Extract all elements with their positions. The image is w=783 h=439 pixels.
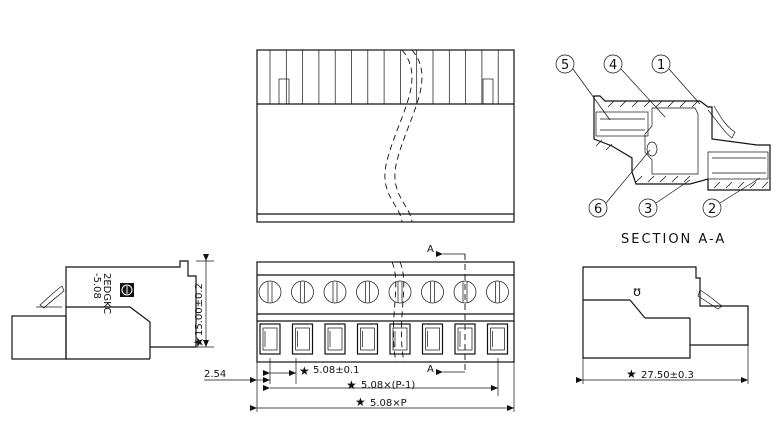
screw-head — [453, 280, 477, 304]
callout-5: 5 — [555, 54, 611, 121]
star-icon: ★ — [192, 336, 207, 348]
section-title: SECTION A-A — [621, 232, 726, 247]
screw-head — [388, 280, 412, 304]
callout-1: 1 — [651, 54, 701, 105]
star-icon: ★ — [626, 367, 637, 381]
screw-head — [291, 280, 314, 304]
hatch-line — [607, 100, 615, 108]
star-icon: ★ — [346, 378, 357, 392]
hatch-line — [713, 181, 721, 189]
hatch-line — [635, 175, 643, 183]
callout-6: 6 — [588, 149, 651, 218]
section-marker-top: A — [427, 244, 434, 255]
hatch-line — [619, 100, 627, 108]
left-view: 2EDGKC -5.08 15.00±0.2 ★ — [11, 254, 214, 360]
hatch-line — [725, 181, 733, 189]
star-icon: ★ — [355, 395, 366, 409]
wire-opening — [421, 323, 444, 355]
pitch-dimension: 5.08±0.1 — [313, 365, 360, 376]
span-p-dimension: 5.08×P — [370, 398, 407, 409]
wire-opening — [486, 323, 509, 355]
ul-logo-icon — [120, 283, 134, 297]
callout-2: 2 — [702, 177, 761, 218]
callout-number: 6 — [594, 202, 602, 217]
callout-number: 4 — [609, 58, 617, 73]
wire-opening — [324, 323, 346, 355]
screw-head — [258, 280, 282, 304]
callout-number: 2 — [708, 202, 716, 217]
screw-heads — [258, 280, 509, 304]
callout-3: 3 — [638, 179, 691, 218]
hatch-line — [595, 139, 603, 147]
hatch-line — [605, 143, 613, 151]
top-view — [256, 49, 515, 223]
wire-opening — [259, 323, 281, 355]
callout-4: 4 — [603, 54, 666, 118]
star-icon: ★ — [299, 364, 310, 378]
section-marker: A A — [427, 244, 466, 375]
hatch-line — [671, 175, 679, 183]
front-view: A A 2.54 ★ 5.08±0.1 ★ 5.08×(P-1) ★ 5.08×… — [204, 244, 515, 412]
hatch-line — [761, 181, 769, 189]
wire-opening — [356, 323, 379, 355]
section-marker-bottom: A — [427, 364, 434, 375]
right-view: ʊ ★ 27.50±0.3 — [576, 266, 749, 384]
hatch-line — [749, 181, 757, 189]
top-view-ribs — [269, 50, 499, 104]
hatch-line — [631, 100, 639, 108]
hatch-line — [667, 100, 675, 108]
hatch-line — [737, 181, 745, 189]
section-view: 5 4 1 6 3 2 SECTION A-A — [555, 54, 771, 247]
hatch-line — [691, 100, 699, 108]
screw-head — [486, 280, 509, 304]
screw-head — [323, 280, 347, 304]
wire-openings — [259, 323, 509, 355]
screw-head — [356, 280, 379, 304]
height-dimension: 15.00±0.2 — [194, 283, 205, 336]
section-hatch — [595, 100, 769, 189]
wire-opening — [291, 323, 314, 355]
hatch-line — [655, 100, 663, 108]
product-marking-line2: -5.08 — [91, 273, 102, 299]
callout-number: 3 — [644, 202, 652, 217]
callout-number: 1 — [657, 58, 665, 73]
hatch-line — [643, 100, 651, 108]
hatch-line — [679, 100, 687, 108]
hatch-line — [683, 175, 691, 183]
span-p-minus-1-dimension: 5.08×(P-1) — [361, 380, 415, 391]
hatch-line — [659, 175, 667, 183]
product-marking-line1: 2EDGKC — [101, 273, 112, 314]
callout-number: 5 — [561, 58, 569, 73]
section-callouts: 5 4 1 6 3 2 — [555, 54, 761, 218]
wire-opening — [389, 323, 411, 355]
terminal-mark-icon: ʊ — [633, 285, 641, 300]
depth-dimension: 27.50±0.3 — [641, 370, 694, 381]
screw-head — [421, 280, 444, 304]
offset-dimension: 2.54 — [204, 369, 226, 380]
hatch-line — [647, 175, 655, 183]
